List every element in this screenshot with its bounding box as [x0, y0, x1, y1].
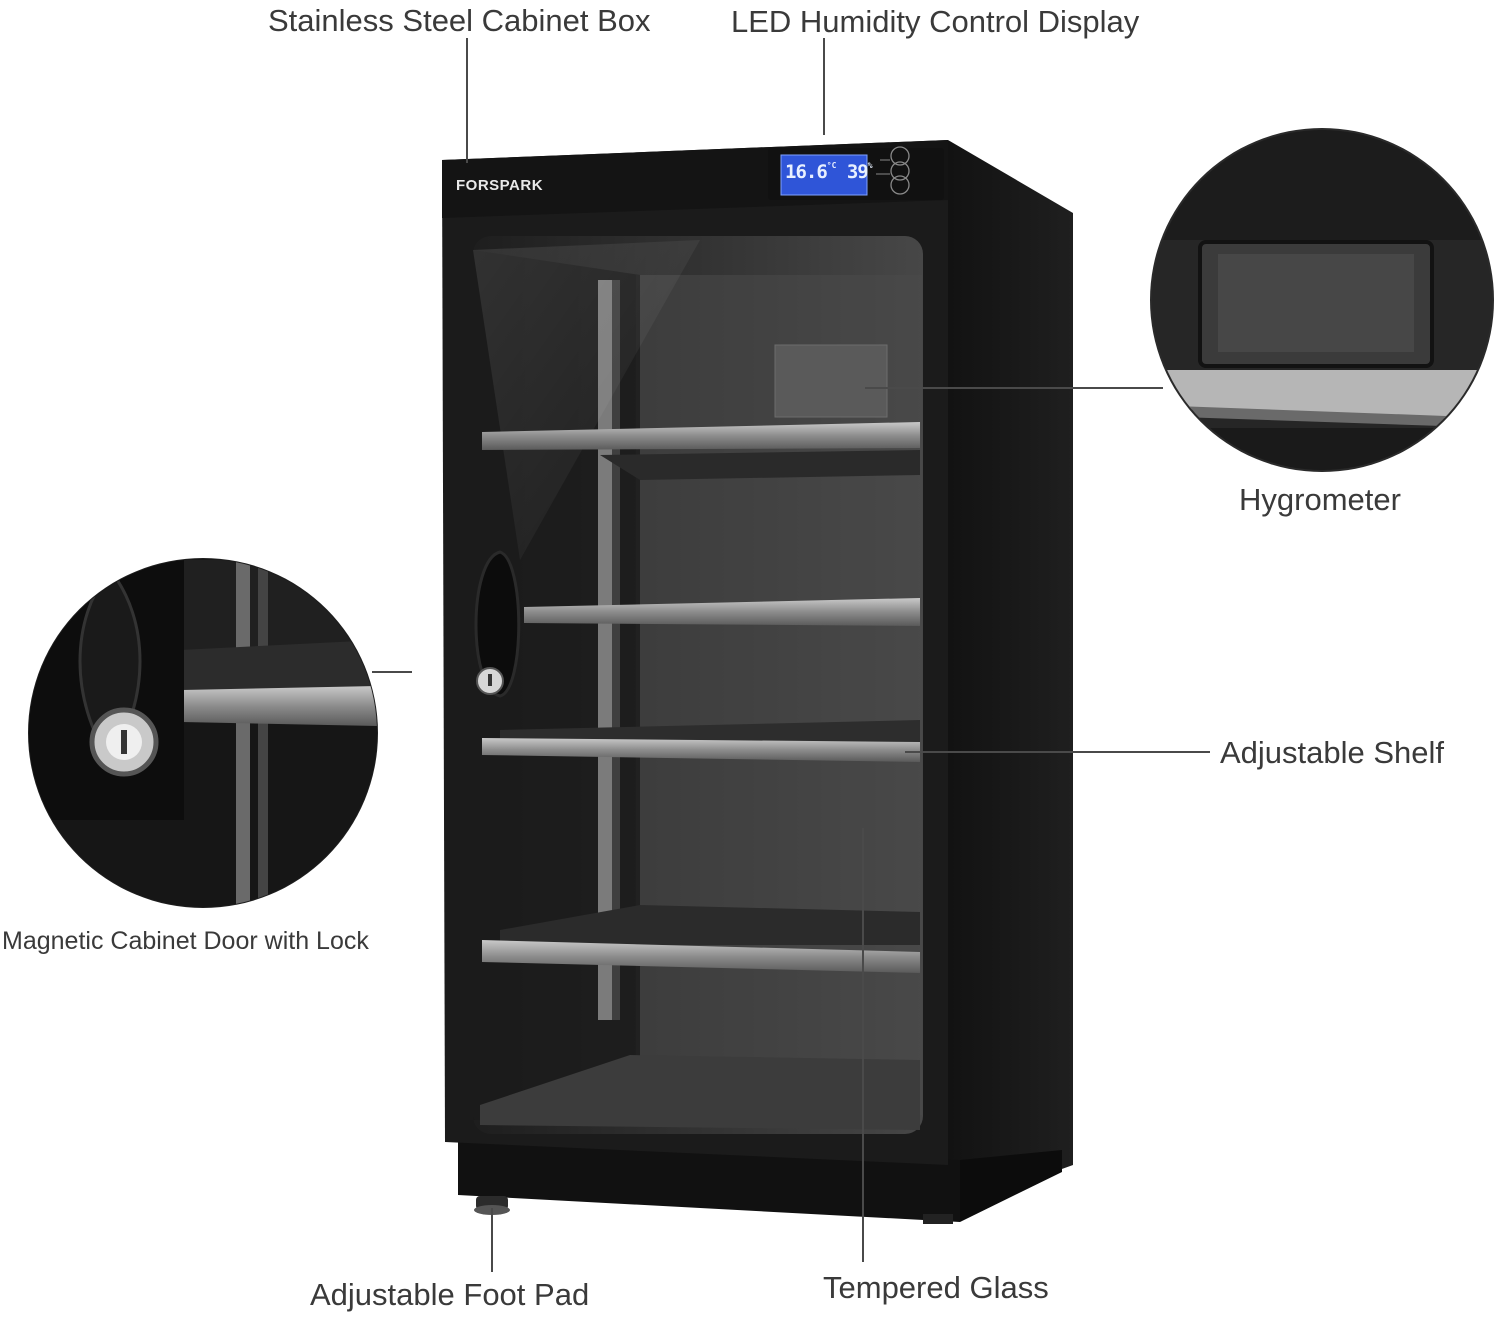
cabinet-base	[458, 1140, 1062, 1224]
leader-humidity-display	[823, 38, 825, 135]
lcd-readout: 16.6°C 39%	[785, 161, 873, 183]
label-humidity-display: LED Humidity Control Display	[731, 4, 1140, 39]
door-handle	[474, 550, 521, 698]
brand-logo: FORSPARK	[456, 177, 544, 194]
temperature-value: 16.6	[785, 161, 828, 183]
label-foot-pad: Adjustable Foot Pad	[310, 1277, 590, 1312]
leader-tempered-glass	[862, 828, 864, 1262]
leader-door-lock	[372, 671, 412, 673]
label-adjustable-shelf: Adjustable Shelf	[1220, 735, 1445, 770]
control-panel	[768, 146, 944, 200]
leader-foot-pad	[491, 1208, 493, 1272]
humidity-value: 39	[846, 161, 869, 183]
hygrometer-detail-circle	[1150, 128, 1494, 472]
glass-door	[473, 236, 923, 1134]
label-door-lock: Magnetic Cabinet Door with Lock	[2, 927, 369, 955]
leader-cabinet-box	[466, 38, 468, 163]
leader-hygrometer	[865, 387, 1163, 389]
cabinet-side-panel	[948, 140, 1073, 1210]
label-tempered-glass: Tempered Glass	[823, 1270, 1049, 1305]
lock-detail-circle	[28, 558, 378, 908]
label-cabinet-box: Stainless Steel Cabinet Box	[268, 3, 651, 38]
shelves	[482, 422, 920, 973]
leader-adjustable-shelf	[905, 751, 1210, 753]
label-hygrometer: Hygrometer	[1239, 482, 1401, 517]
